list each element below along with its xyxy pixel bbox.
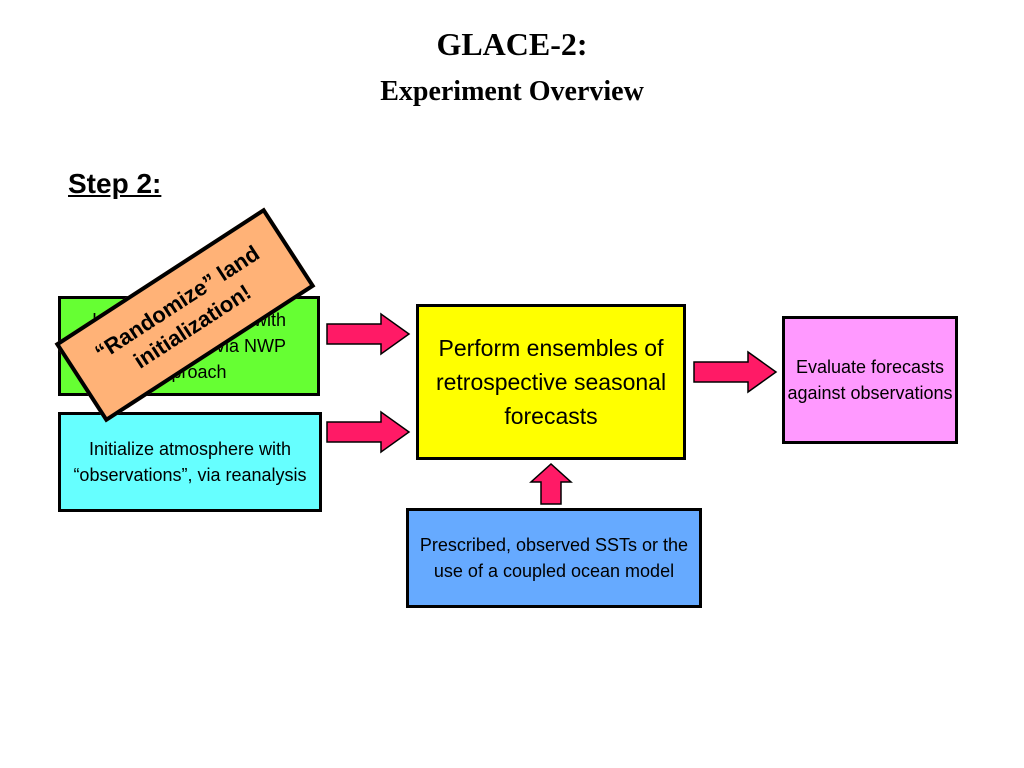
arrow-right-evaluate-icon	[693, 350, 778, 394]
step-label: Step 2:	[68, 168, 162, 199]
slide-title: GLACE-2:	[436, 26, 588, 62]
sst-ocean-box: Prescribed, observed SSTs or the use of …	[406, 508, 702, 608]
arrow-right-land-icon	[326, 312, 411, 356]
perform-forecasts-box: Perform ensembles of retrospective seaso…	[416, 304, 686, 460]
atmosphere-initialization-box: Initialize atmosphere with “observations…	[58, 412, 322, 512]
perform-forecasts-text: Perform ensembles of retrospective seaso…	[435, 335, 667, 429]
evaluate-forecasts-box: Evaluate forecasts against observations	[782, 316, 958, 444]
arrow-up-sst-icon	[529, 462, 573, 505]
evaluate-forecasts-text: Evaluate forecasts against observations	[787, 357, 953, 403]
atmosphere-initialization-text: Initialize atmosphere with “observations…	[73, 439, 307, 485]
arrow-right-atmosphere-icon	[326, 410, 411, 454]
sst-ocean-text: Prescribed, observed SSTs or the use of …	[419, 535, 689, 581]
slide-subtitle: Experiment Overview	[380, 76, 644, 107]
